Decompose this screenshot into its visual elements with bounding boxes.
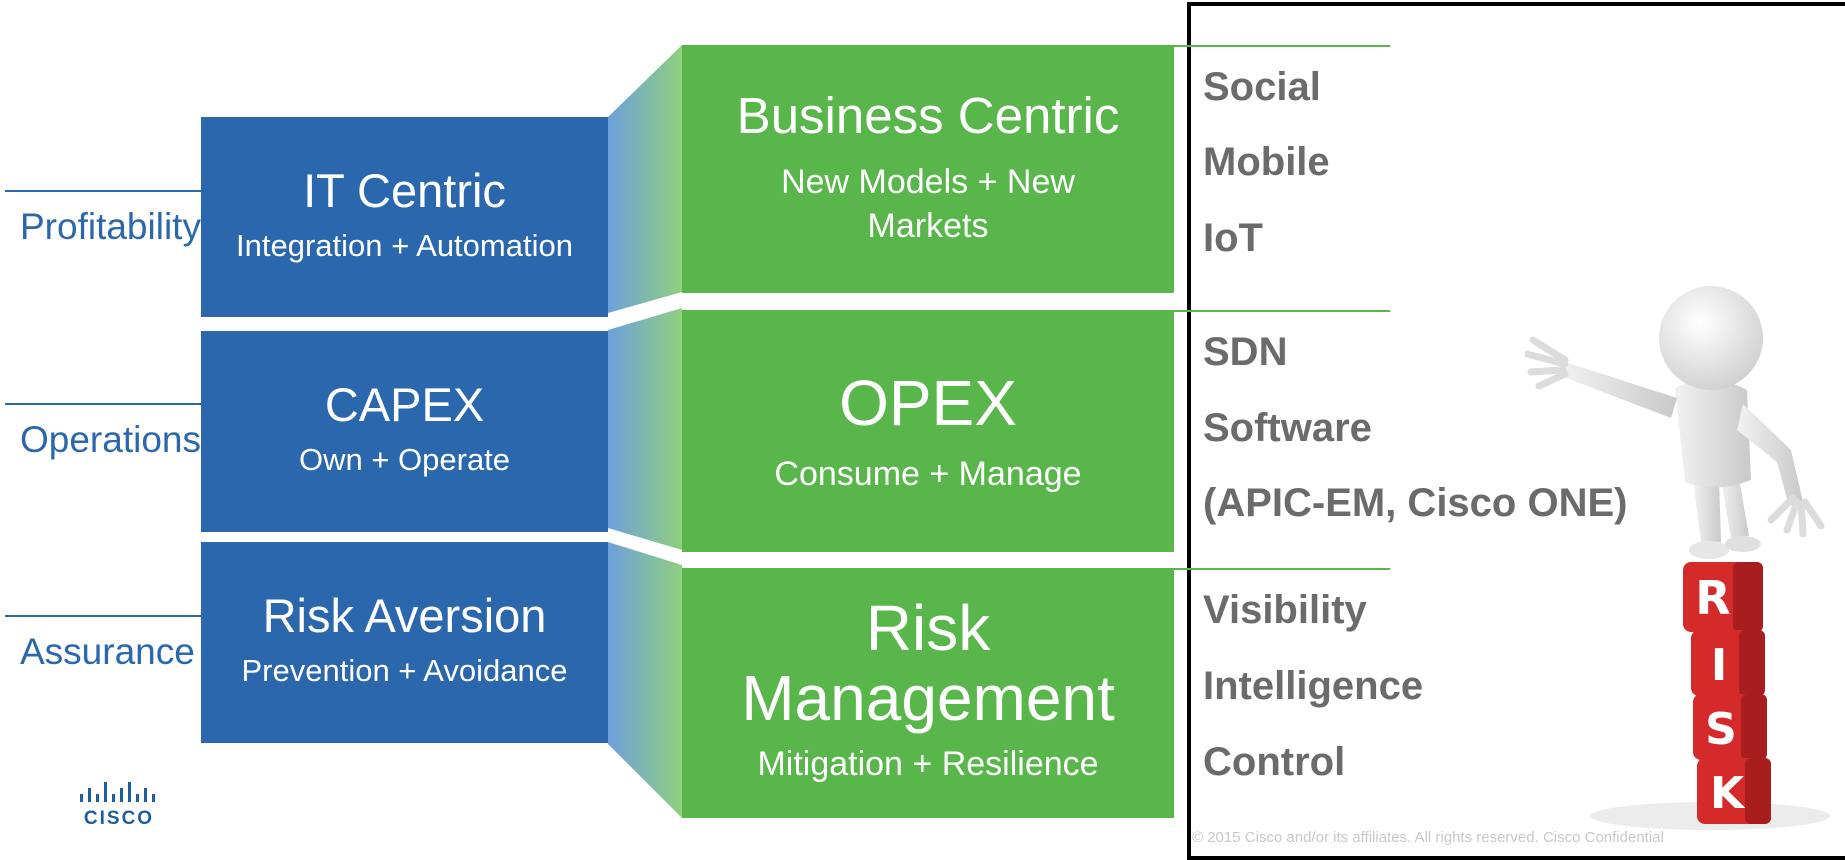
green-box-subtitle: Consume + Manage bbox=[774, 455, 1082, 494]
blue-box-title: IT Centric bbox=[303, 164, 506, 217]
profitability-rule bbox=[5, 190, 201, 192]
connector-middle bbox=[608, 308, 682, 550]
assurance-rule bbox=[5, 615, 201, 617]
green-box-risk-management: Risk Management Mitigation + Resilience bbox=[682, 568, 1174, 818]
blue-box-subtitle: Prevention + Avoidance bbox=[241, 652, 568, 688]
svg-text:I: I bbox=[1711, 640, 1727, 691]
profitability-label: Profitability bbox=[20, 206, 201, 247]
cisco-logo-bars-icon bbox=[80, 782, 155, 802]
right-separator-middle bbox=[1174, 310, 1390, 312]
cisco-logo: CISCO bbox=[74, 782, 164, 830]
right-item-control: Control bbox=[1203, 740, 1346, 784]
risk-blocks: R I S K bbox=[1683, 562, 1771, 824]
right-item-intelligence: Intelligence bbox=[1203, 664, 1424, 708]
connector-bottom bbox=[608, 542, 682, 818]
assurance-label: Assurance bbox=[20, 631, 195, 672]
svg-text:S: S bbox=[1705, 704, 1737, 755]
right-panel-frame bbox=[1187, 2, 1845, 860]
blue-box-capex: CAPEX Own + Operate bbox=[201, 331, 608, 532]
connector-graphic bbox=[608, 45, 682, 818]
green-box-title: Management bbox=[741, 662, 1115, 735]
blue-box-subtitle: Integration + Automation bbox=[236, 227, 573, 263]
right-item-mobile: Mobile bbox=[1203, 140, 1330, 184]
green-box-subtitle: Mitigation + Resilience bbox=[757, 744, 1099, 783]
right-separator-bottom bbox=[1174, 568, 1390, 570]
svg-text:R: R bbox=[1695, 571, 1730, 625]
right-item-visibility: Visibility bbox=[1203, 588, 1367, 632]
green-box-title: OPEX bbox=[839, 367, 1017, 439]
right-item-social: Social bbox=[1203, 65, 1321, 109]
operations-label: Operations bbox=[20, 419, 201, 460]
right-item-iot: IoT bbox=[1203, 216, 1263, 260]
green-box-opex: OPEX Consume + Manage bbox=[682, 310, 1174, 552]
green-box-title: Business Centric bbox=[736, 87, 1120, 144]
green-box-subtitle: New Models + New bbox=[781, 162, 1075, 201]
green-box-subtitle: Markets bbox=[867, 206, 989, 245]
blue-box-subtitle: Own + Operate bbox=[298, 441, 511, 477]
right-item-apic-em: (APIC-EM, Cisco ONE) bbox=[1203, 481, 1628, 525]
copyright-text: © 2015 Cisco and/or its affiliates. All … bbox=[1192, 829, 1664, 846]
blue-box-it-centric: IT Centric Integration + Automation bbox=[201, 117, 608, 317]
person-balancing-on-risk-blocks-icon: R I S K bbox=[1525, 286, 1830, 830]
green-box-business-centric: Business Centric New Models + New Market… bbox=[682, 45, 1174, 293]
green-box-title: Risk bbox=[865, 592, 991, 664]
right-item-sdn: SDN bbox=[1203, 330, 1288, 374]
blue-box-title: Risk Aversion bbox=[262, 589, 547, 642]
svg-text:K: K bbox=[1710, 768, 1746, 819]
connector-top bbox=[608, 45, 682, 313]
right-item-software: Software bbox=[1203, 406, 1372, 450]
cisco-logo-text: CISCO bbox=[83, 808, 155, 829]
blue-box-risk-aversion: Risk Aversion Prevention + Avoidance bbox=[201, 542, 608, 743]
blue-box-title: CAPEX bbox=[324, 378, 485, 431]
operations-rule bbox=[5, 403, 201, 405]
right-separator-top bbox=[1174, 45, 1390, 47]
